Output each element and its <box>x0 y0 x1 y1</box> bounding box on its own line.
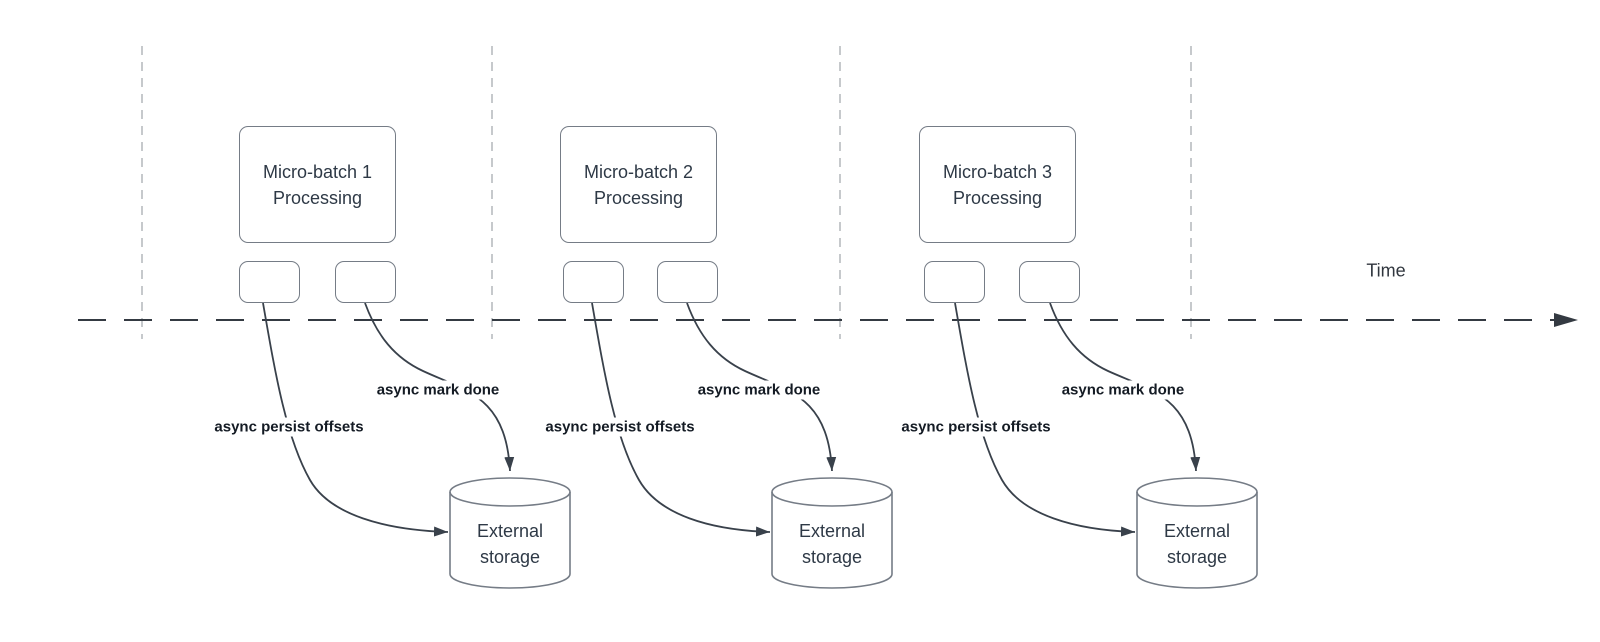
external-storage-label-1-line1: External <box>476 521 544 541</box>
storage-cylinder-3 <box>1136 477 1258 589</box>
storage-cylinder-2 <box>771 477 893 589</box>
micro-batch-1-processing-box: Micro-batch 1 Processing <box>239 126 396 243</box>
micro-batch-3-title-line2: Processing <box>952 187 1043 208</box>
time-axis-arrowhead-icon <box>1554 313 1578 327</box>
external-storage-label-2-line1: External <box>798 521 866 541</box>
external-storage-label-1-line2: storage <box>479 547 541 567</box>
time-axis-label: Time <box>1366 260 1406 281</box>
mark-done-source-box-3 <box>1019 261 1080 303</box>
external-storage-label-3-line1: External <box>1163 521 1231 541</box>
micro-batch-2-title-line1: Micro-batch 2 <box>583 161 694 182</box>
mark-done-label-3: async mark done <box>1058 380 1188 400</box>
micro-batch-1-title-line1: Micro-batch 1 <box>262 161 373 182</box>
mark-done-source-box-1 <box>335 261 396 303</box>
storage-cylinder-1 <box>449 477 571 589</box>
persist-offsets-source-box-3 <box>924 261 985 303</box>
micro-batch-3-title-line1: Micro-batch 3 <box>942 161 1053 182</box>
persist-offsets-label-3: async persist offsets <box>898 417 1054 437</box>
persist-offsets-arrow-3 <box>954 302 1136 537</box>
mark-done-source-box-2 <box>657 261 718 303</box>
mark-done-label-2: async mark done <box>694 380 824 400</box>
micro-batch-2-processing-box: Micro-batch 2 Processing <box>560 126 717 243</box>
micro-batch-3-processing-box: Micro-batch 3 Processing <box>919 126 1076 243</box>
micro-batch-1-title-line2: Processing <box>272 187 363 208</box>
mark-done-label-1: async mark done <box>373 380 503 400</box>
external-storage-label-2-line2: storage <box>801 547 863 567</box>
persist-offsets-source-box-1 <box>239 261 300 303</box>
mark-done-arrow-1 <box>364 302 515 472</box>
external-storage-label-1: External storage <box>477 518 543 570</box>
micro-batch-2-title-line2: Processing <box>593 187 684 208</box>
mark-done-arrow-2 <box>686 302 837 472</box>
external-storage-label-2: External storage <box>799 518 865 570</box>
persist-offsets-source-box-2 <box>563 261 624 303</box>
persist-offsets-label-2: async persist offsets <box>542 417 698 437</box>
persist-offsets-arrow-1 <box>262 302 449 537</box>
persist-offsets-label-1: async persist offsets <box>211 417 367 437</box>
mark-done-arrow-3 <box>1049 302 1201 472</box>
external-storage-label-3-line2: storage <box>1166 547 1228 567</box>
external-storage-label-3: External storage <box>1164 518 1230 570</box>
persist-offsets-arrow-2 <box>591 302 771 537</box>
